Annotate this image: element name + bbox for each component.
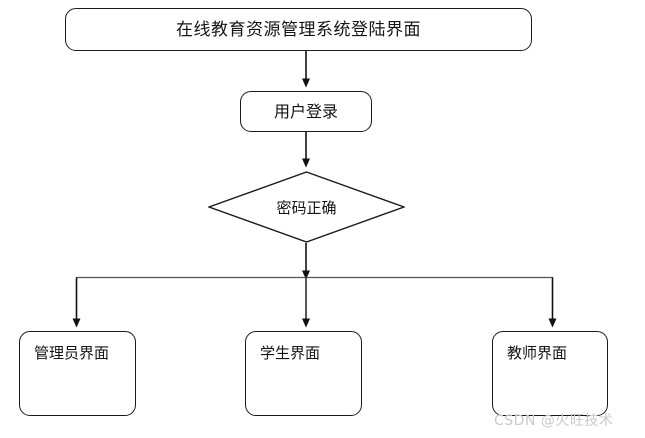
diamond-shape: [208, 171, 405, 243]
node-system-title[interactable]: 在线教育资源管理系统登陆界面: [65, 8, 532, 51]
node-password-correct-label: 密码正确: [276, 198, 337, 217]
node-teacher-interface[interactable]: 教师界面: [492, 331, 608, 416]
csdn-watermark: CSDN @火旺技术: [494, 413, 614, 429]
node-student-interface[interactable]: 学生界面: [245, 331, 362, 416]
node-admin-interface[interactable]: 管理员界面: [19, 331, 136, 416]
node-user-login[interactable]: 用户登录: [240, 91, 372, 132]
node-password-correct[interactable]: 密码正确: [208, 171, 405, 243]
